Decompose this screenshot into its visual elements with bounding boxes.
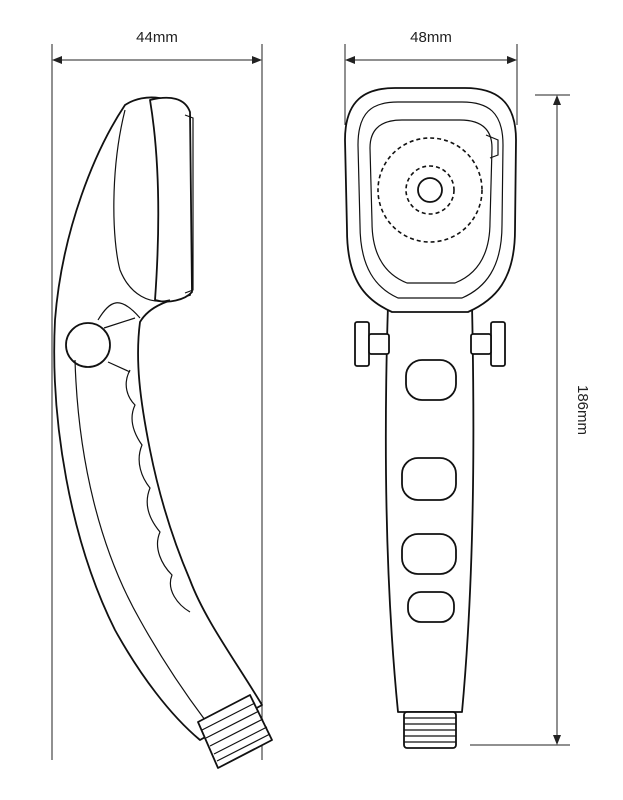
front-width-label: 48mm: [410, 29, 452, 46]
side-knob-mount: [103, 317, 136, 373]
height-arrow-bottom: [553, 735, 561, 745]
height-label: 186mm: [574, 385, 591, 435]
front-grip-pad-2: [401, 457, 457, 501]
front-head-inner: [357, 101, 504, 299]
front-width-arrow-left: [345, 56, 355, 64]
side-handle-body: [53, 96, 263, 741]
side-handle-inner-line: [74, 359, 206, 721]
front-spray-outer-ring: [377, 137, 483, 243]
dimension-front-width: 48mm: [344, 29, 518, 125]
front-thread-connector: [403, 711, 457, 749]
side-width-label: 44mm: [136, 29, 178, 46]
front-grip-pad-3: [401, 533, 457, 575]
front-width-arrow-right: [507, 56, 517, 64]
side-face-edge: [184, 114, 194, 294]
side-width-arrow-left: [52, 56, 62, 64]
front-spray-plate-edge: [485, 134, 499, 159]
front-spray-plate: [369, 119, 493, 284]
shower-head-front-view: [344, 87, 517, 749]
side-thread-connector: [197, 694, 273, 769]
side-inner-contour: [113, 109, 171, 302]
front-spray-inner-ring: [405, 165, 455, 215]
side-grip-bumps: [125, 369, 191, 613]
dimension-side-width: 44mm: [51, 29, 263, 760]
dimension-height: 186mm: [470, 94, 591, 746]
height-arrow-top: [553, 95, 561, 105]
front-grip-pad-1: [405, 359, 457, 401]
side-switch-knob: [65, 322, 111, 368]
front-center-nozzle: [417, 177, 443, 203]
shower-head-side-view: [53, 96, 273, 769]
side-width-arrow-right: [252, 56, 262, 64]
front-side-buttons: [354, 321, 506, 367]
front-grip-pad-4: [407, 591, 455, 623]
side-neck-contour: [97, 302, 141, 321]
